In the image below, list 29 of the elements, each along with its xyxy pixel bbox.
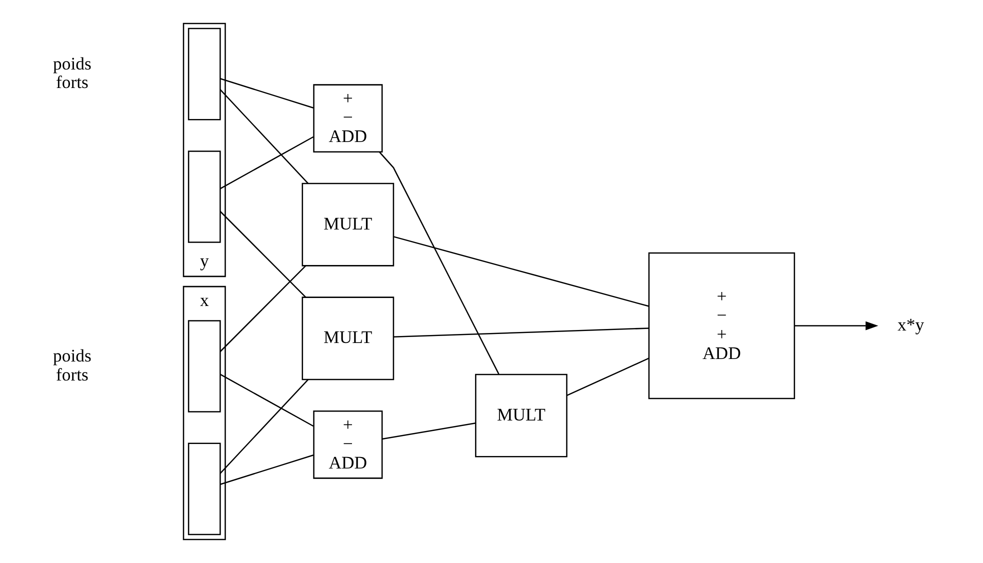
connector (220, 89, 309, 184)
connector (220, 379, 309, 474)
node-text: x*y (898, 314, 924, 334)
arrow (794, 321, 878, 330)
node-box (188, 320, 221, 412)
connector (220, 210, 306, 298)
label: poids forts (53, 53, 92, 92)
label: poids forts (53, 345, 92, 384)
connector (566, 358, 650, 396)
cluster: y (182, 22, 226, 278)
connector (393, 236, 650, 307)
connector (220, 78, 314, 108)
connector (220, 136, 314, 190)
node-box (188, 442, 221, 536)
node-box: + − + ADD (648, 252, 796, 400)
node-box: MULT (475, 374, 568, 458)
connector (220, 454, 314, 485)
node-box: MULT (302, 296, 394, 380)
node-box (188, 150, 221, 243)
node-box: + − ADD (313, 410, 383, 479)
connector (220, 265, 306, 352)
node-box: + − ADD (313, 84, 383, 152)
connector (379, 152, 500, 374)
connector (394, 328, 649, 338)
cluster: x (182, 286, 226, 540)
connector (220, 374, 314, 427)
node-box (188, 28, 221, 120)
node-box: MULT (302, 182, 394, 266)
connector (382, 422, 476, 440)
